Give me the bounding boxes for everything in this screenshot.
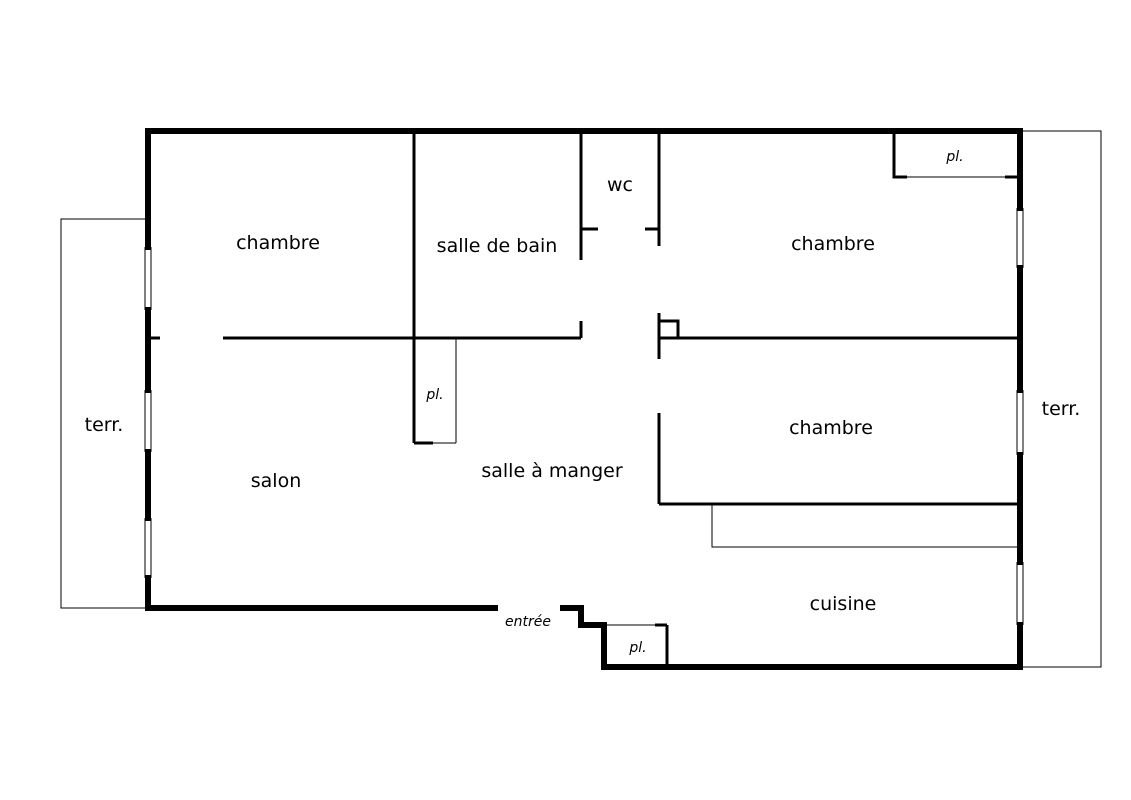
room-label-wc: wc <box>607 174 633 196</box>
terrace-east <box>1020 130 1102 668</box>
room-label-cuisine: cuisine <box>810 593 877 615</box>
room-label-salle-a-manger: salle à manger <box>481 460 622 482</box>
thin-partitions <box>433 176 1020 626</box>
room-label-chambre-e: chambre <box>789 417 873 439</box>
room-label-salle-de-bain: salle de bain <box>437 235 558 257</box>
room-label-salon: salon <box>251 470 302 492</box>
terrace-label-east: terr. <box>1042 398 1081 420</box>
terrace-label-west: terr. <box>85 414 124 436</box>
exterior-walls <box>145 128 1023 670</box>
terrace-west <box>60 218 148 609</box>
entrance-label: entrée <box>505 614 551 630</box>
room-label-chambre-ne: chambre <box>791 233 875 255</box>
room-label-chambre-nw: chambre <box>236 232 320 254</box>
windows <box>144 208 1024 625</box>
closet-label-center: pl. <box>425 387 443 403</box>
closet-label-kitchen: pl. <box>628 640 646 656</box>
interior-walls <box>148 131 1020 667</box>
closet-label-ne: pl. <box>945 149 963 165</box>
